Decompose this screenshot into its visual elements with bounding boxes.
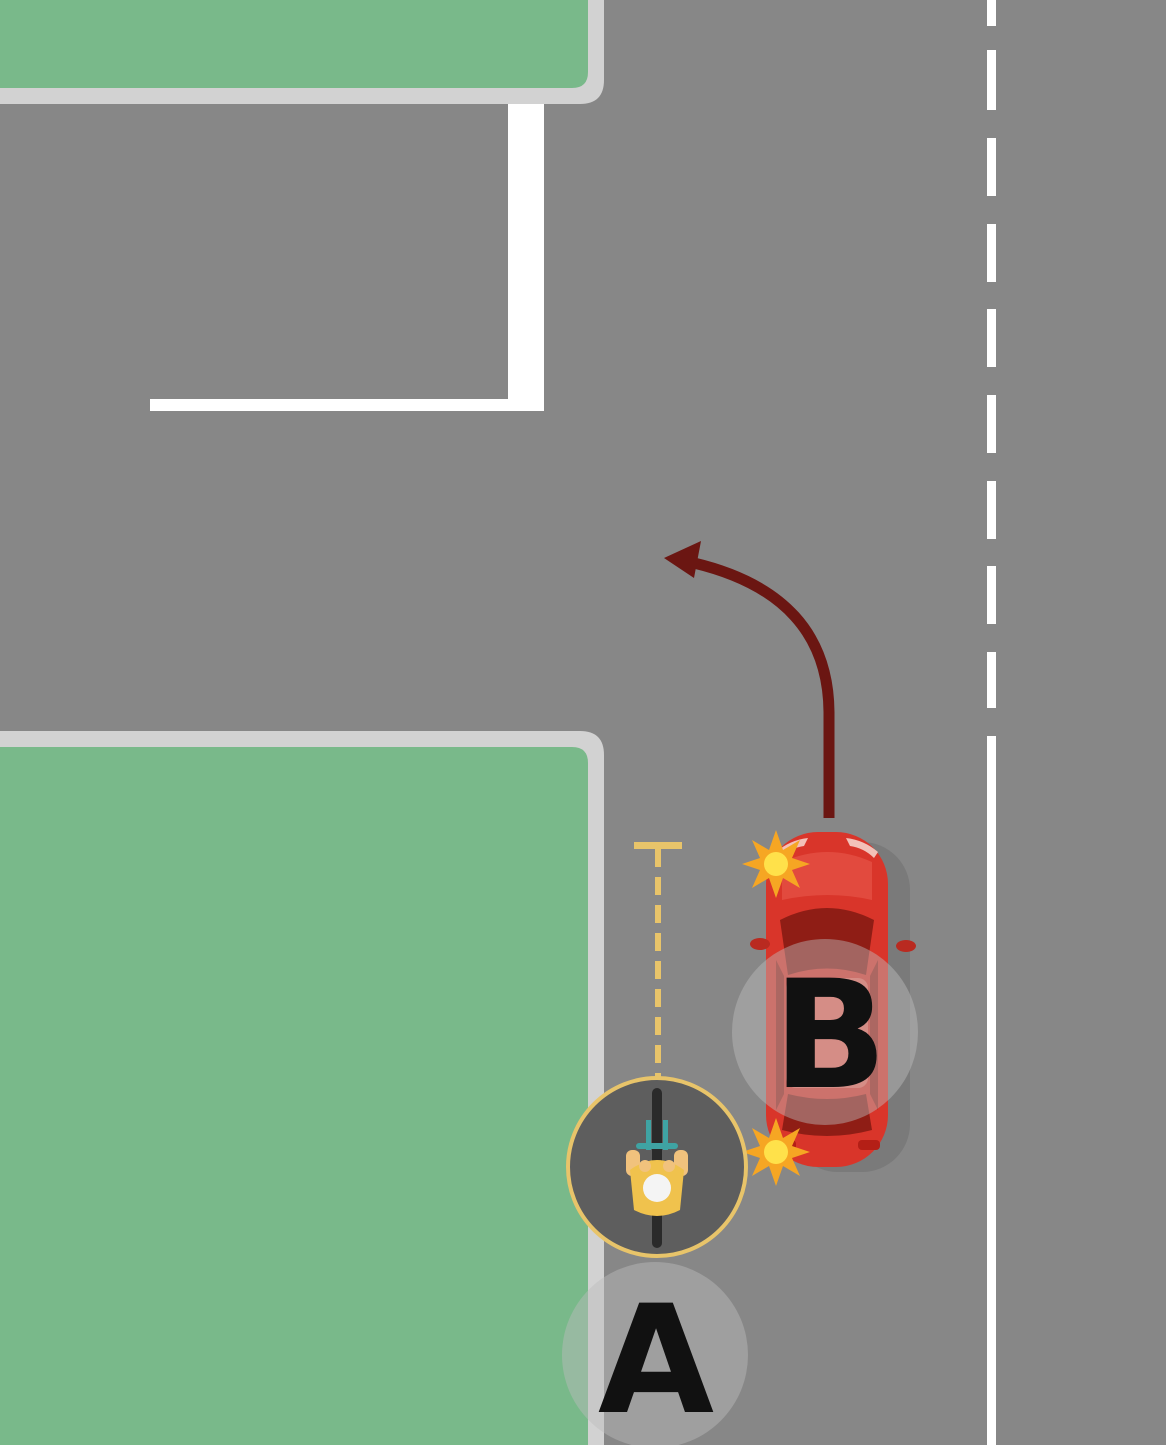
label-circle-a [562, 1262, 748, 1445]
centre-line-solid [987, 736, 996, 1445]
stop-line-horizontal [150, 399, 544, 411]
label-a: A [598, 1274, 714, 1445]
left-turn-arrow-icon [664, 541, 835, 818]
indicator-flash-icon [742, 830, 810, 898]
bicycle-rider-icon [626, 1088, 688, 1248]
grass-top-left [0, 0, 588, 88]
cyclist-path [634, 842, 682, 1080]
grass-bottom-left [0, 747, 588, 1445]
indicator-flash-icon [742, 1118, 810, 1186]
stop-line-vertical [508, 104, 544, 411]
label-b: B [773, 949, 887, 1123]
label-circle-b [732, 939, 918, 1125]
centre-line-dashed [987, 0, 996, 708]
car-top-view-icon [750, 832, 916, 1167]
